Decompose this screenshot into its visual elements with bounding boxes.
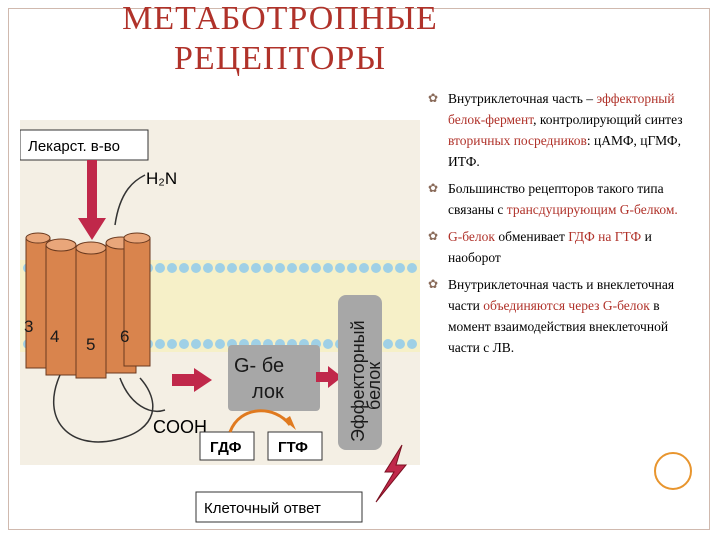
bullet-text-highlight: эффекторный белок-фермент: [448, 91, 675, 127]
c-terminal-chain: [119, 377, 166, 412]
helix-number-6: 6: [120, 327, 129, 346]
cell-response-box: [195, 491, 363, 523]
effector-label-1: Эффекторный: [348, 320, 368, 442]
bullet-text: Внутриклеточная часть и внеклеточная час…: [448, 277, 675, 313]
bullet-list: ✿ Внутриклеточная часть – эффекторный бе…: [428, 88, 703, 364]
drug-label: Лекарст. в-во: [28, 138, 120, 155]
bullet-item: ✿ Внутриклеточная часть и внеклеточная ч…: [428, 274, 703, 358]
g-protein-label-2: лок: [252, 381, 284, 403]
bullet-text: , контролирующий синтез: [533, 112, 683, 127]
signal-lightning-icon: [375, 444, 408, 503]
slide-title-line2: РЕЦЕПТОРЫ: [174, 40, 386, 77]
bullet-marker-icon: ✿: [428, 181, 439, 195]
receptor-to-gprotein-arrow-head: [194, 368, 212, 392]
bullet-item: ✿ Внутриклеточная часть – эффекторный бе…: [428, 88, 703, 172]
gprotein-to-effector-arrow-shaft: [316, 372, 330, 382]
bullet-item: ✿ G-белок обменивает ГДФ на ГТФ и наобор…: [428, 226, 703, 268]
bullet-item: ✿ Большинство рецепторов такого типа свя…: [428, 178, 703, 220]
helix-number-5: 5: [86, 335, 95, 354]
g-protein-box: [228, 345, 320, 411]
bullet-marker-icon: ✿: [428, 277, 439, 291]
drug-arrow-shaft: [87, 160, 97, 218]
bullet-text-highlight: вторичных посредников: [448, 133, 587, 148]
cell-response-label: Клеточный ответ: [204, 500, 321, 517]
slide-title-line1: МЕТАБОТРОПНЫЕ: [122, 0, 438, 37]
n-terminal-chain: [114, 174, 146, 226]
bullet-marker-icon: ✿: [428, 229, 439, 243]
cooh-label: COOH: [153, 417, 207, 437]
bullet-text: и наоборот: [448, 229, 652, 265]
slide-frame: [8, 8, 710, 530]
receptor-to-gprotein-arrow-shaft: [172, 374, 194, 386]
gtp-label: ГТФ: [278, 439, 308, 456]
gdp-box: [199, 431, 255, 461]
bullet-text: обменивает: [498, 229, 569, 244]
drug-label-box: [20, 129, 149, 161]
bullet-text: Внутриклеточная часть –: [448, 91, 597, 106]
bullet-text: в момент взаимодействия внеклеточной час…: [448, 298, 669, 355]
bullet-text-highlight: объединяются через G-белок: [483, 298, 650, 313]
drug-arrow-head: [78, 218, 106, 240]
decorative-circle: [654, 452, 692, 490]
bullet-text-highlight: G-белок: [448, 229, 499, 244]
gdp-label: ГДФ: [210, 439, 242, 456]
bullet-text-highlight: трансдуцирующим G-белком.: [506, 202, 678, 217]
bullet-text: Большинство рецепторов такого типа связа…: [448, 181, 664, 217]
helix-number-3: 3: [24, 317, 33, 336]
g-protein-label-1: G- бе: [234, 355, 284, 377]
gdp-gtp-exchange-arrowhead: [284, 416, 296, 430]
gprotein-to-effector-arrow-head: [328, 366, 342, 388]
bullet-marker-icon: ✿: [428, 91, 439, 105]
bullet-text-highlight: ГДФ на ГТФ: [568, 229, 642, 244]
bullet-text: : цАМФ, цГМФ, ИТФ.: [448, 133, 681, 169]
receptor-helices: [25, 232, 151, 379]
helix-number-4: 4: [50, 327, 59, 346]
intracellular-loop: [53, 374, 154, 443]
gtp-box: [267, 431, 323, 461]
effector-protein-box: [338, 295, 382, 450]
receptor-diagram: Лекарст. в-во H₂N 3 4 5 6 COOH G- бе лок…: [20, 120, 420, 523]
amine-label: H₂N: [146, 169, 177, 188]
effector-label-2: белок: [364, 362, 384, 410]
